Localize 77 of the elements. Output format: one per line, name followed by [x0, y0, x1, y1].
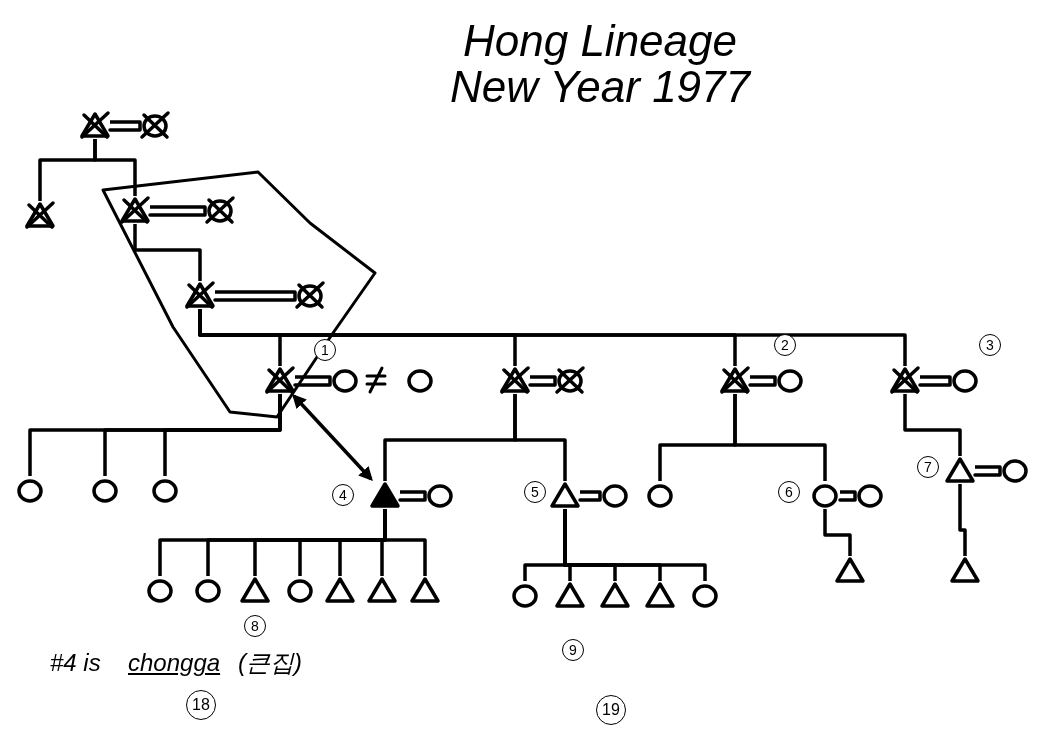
deceased-male-symbol: [80, 111, 110, 139]
male-symbol: [600, 581, 630, 609]
marriage-sign: [838, 490, 857, 502]
male-symbol: [367, 576, 397, 604]
descent-line: [198, 309, 907, 366]
female-symbol: [810, 481, 840, 509]
marriage-sign: [578, 490, 602, 502]
female-symbol: [600, 481, 630, 509]
deceased-female-symbol: [205, 196, 235, 224]
callout-number: 9: [562, 639, 584, 661]
female-symbol: [510, 581, 540, 609]
female-symbol: [425, 481, 455, 509]
male-symbol: [410, 576, 440, 604]
marriage-sign: [213, 290, 297, 302]
descent-line: [733, 394, 827, 481]
deceased-male-symbol: [185, 281, 215, 309]
deceased-female-symbol: [295, 281, 325, 309]
descent-line: [513, 394, 567, 481]
callout-number: 4: [332, 484, 354, 506]
female-symbol: [855, 481, 885, 509]
female-symbol: [15, 476, 45, 504]
callout-number: 6: [778, 481, 800, 503]
title: Hong Lineage New Year 1977: [448, 18, 753, 110]
descent-line: [903, 394, 962, 456]
note-text: (큰집): [238, 648, 302, 678]
male-symbol: [945, 456, 975, 484]
male-symbol: [950, 556, 980, 584]
female-symbol: [330, 366, 360, 394]
deceased-female-symbol: [555, 366, 585, 394]
male-symbol: [550, 481, 580, 509]
female-symbol: [690, 581, 720, 609]
callout-number: 7: [917, 456, 939, 478]
male-symbol: [835, 556, 865, 584]
filled-male-symbol: [370, 481, 400, 509]
marriage-sign: [748, 375, 777, 387]
note-text: chongga: [128, 648, 221, 678]
callout-number: 8: [244, 615, 266, 637]
male-symbol: [325, 576, 355, 604]
female-symbol: [150, 476, 180, 504]
deceased-male-symbol: [500, 366, 530, 394]
marriage-sign: [293, 375, 332, 387]
marriage-sign: [918, 375, 952, 387]
deceased-male-symbol: [265, 366, 295, 394]
callout-number: 3: [979, 334, 1001, 356]
deceased-female-symbol: [140, 111, 170, 139]
descent-line: [823, 509, 852, 556]
female-symbol: [645, 481, 675, 509]
descent-line: [133, 224, 202, 281]
deceased-male-symbol: [120, 196, 150, 224]
female-symbol: [1000, 456, 1030, 484]
female-symbol: [193, 576, 223, 604]
female-symbol: [285, 576, 315, 604]
deceased-male-symbol: [25, 201, 55, 229]
female-symbol: [90, 476, 120, 504]
female-symbol: [405, 366, 435, 394]
marriage-sign: [148, 205, 207, 217]
marriage-sign: [108, 120, 142, 132]
descent-line: [958, 484, 967, 556]
marriage-sign: [398, 490, 427, 502]
double-arrow: [292, 393, 373, 482]
male-symbol: [240, 576, 270, 604]
callout-number: 5: [524, 481, 546, 503]
female-symbol: [950, 366, 980, 394]
callout-number: 2: [774, 334, 796, 356]
descent-line: [163, 394, 282, 476]
female-symbol: [775, 366, 805, 394]
note-text: #4 is: [50, 648, 101, 678]
marriage-sign: [973, 465, 1002, 477]
male-symbol: [555, 581, 585, 609]
female-symbol: [145, 576, 175, 604]
callout-number: 1: [314, 339, 336, 361]
descent-line: [93, 139, 137, 196]
descent-line: [383, 509, 427, 576]
deceased-male-symbol: [720, 366, 750, 394]
male-symbol: [645, 581, 675, 609]
deceased-male-symbol: [890, 366, 920, 394]
marriage-sign: [528, 375, 557, 387]
